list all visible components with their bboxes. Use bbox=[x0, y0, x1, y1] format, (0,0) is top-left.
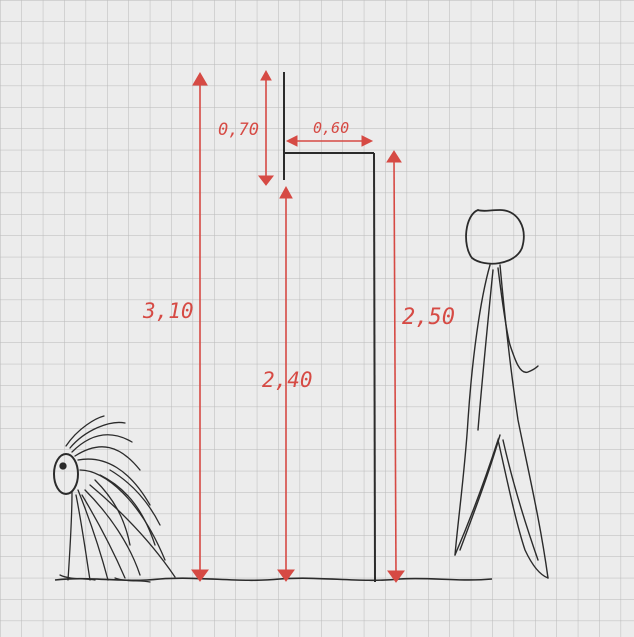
structure-frame bbox=[283, 72, 376, 583]
dim-line-right-height bbox=[393, 157, 397, 576]
arrow-down-icon bbox=[191, 569, 209, 582]
arrow-up-icon bbox=[279, 185, 293, 199]
arrow-down-icon bbox=[257, 175, 275, 186]
arrow-up-icon bbox=[386, 150, 402, 163]
label-bar-width: 0,60 bbox=[313, 119, 349, 137]
arrow-down-icon bbox=[387, 570, 405, 583]
label-lower-height: 2,40 bbox=[262, 368, 313, 392]
arrow-left-icon bbox=[285, 135, 298, 147]
hairy-creature-icon bbox=[53, 415, 176, 583]
label-total-height: 3,10 bbox=[142, 299, 194, 323]
arrow-up-icon bbox=[260, 69, 272, 81]
arrow-up-icon bbox=[192, 72, 208, 86]
arrow-right-icon bbox=[361, 135, 374, 147]
label-right-height: 2,50 bbox=[402, 305, 455, 330]
tall-person-icon bbox=[454, 209, 549, 579]
arrow-down-icon bbox=[277, 569, 295, 582]
label-top-gap: 0,70 bbox=[218, 120, 259, 140]
